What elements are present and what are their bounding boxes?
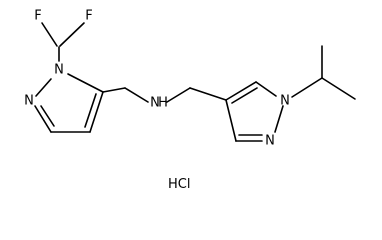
bond-ch-ch3-right [321,77,356,100]
bond-nh-ch2-right [166,87,191,103]
atom-nitrogen-amine: N [150,96,160,111]
atom-nitrogen-n1-left-ring: N [54,63,64,78]
bond-ch2-nh-left [124,87,149,103]
bond-lines [34,22,356,142]
bond-c4-c5-left [89,91,104,133]
bond-c5-n1-right [255,81,277,97]
atom-labels: F F N N N H N N [24,9,290,149]
bond-c3-c4-right [225,99,237,142]
atom-nitrogen-n1-right-ring: N [280,94,290,109]
bond-c4-c5-right-double [231,87,258,104]
structure-canvas: F F N N N H N N HCl [24,9,356,192]
bond-c5-ch2-left [102,87,126,93]
bond-ch2-c4-right [189,87,227,101]
bond-cf-left [41,22,58,47]
bond-n1-n2-left [35,78,52,97]
bond-cf-right [59,22,85,47]
bond-c4-c5-left-double [84,93,97,128]
bond-n1-n2-right [274,105,284,133]
bond-n2-c3-left-double [40,105,55,127]
bond-c4-c5-right [225,81,257,101]
atom-hydrogen-amine: H [158,96,168,111]
atom-fluorine-left: F [34,9,41,24]
atom-nitrogen-n2-right-ring: N [265,134,275,149]
bond-n1-ch-isopropyl [291,77,323,98]
atom-nitrogen-n2-left-ring: N [24,94,34,109]
atom-fluorine-right: F [85,9,92,24]
salt-counterion: HCl [168,177,190,192]
bond-n2-c3-left [34,105,52,133]
bond-c5-n1-left [67,73,104,93]
